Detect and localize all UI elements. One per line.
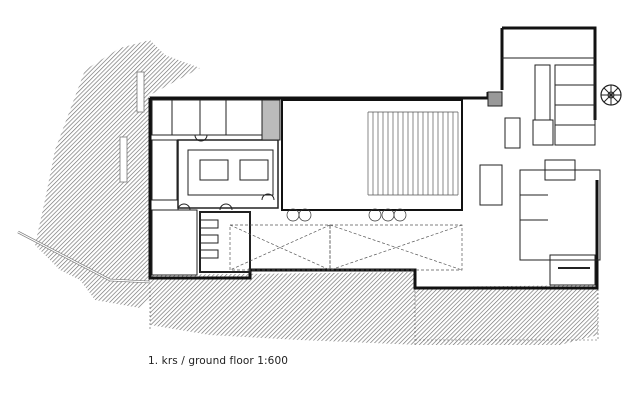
drawing-caption: 1. krs / ground floor 1:600 (148, 355, 288, 367)
outer-walls (148, 26, 599, 290)
main-hall (281, 99, 463, 222)
terrain-hatch (17, 40, 599, 345)
foyer (229, 224, 463, 271)
west-wing (151, 99, 281, 276)
east-wing (479, 57, 622, 286)
